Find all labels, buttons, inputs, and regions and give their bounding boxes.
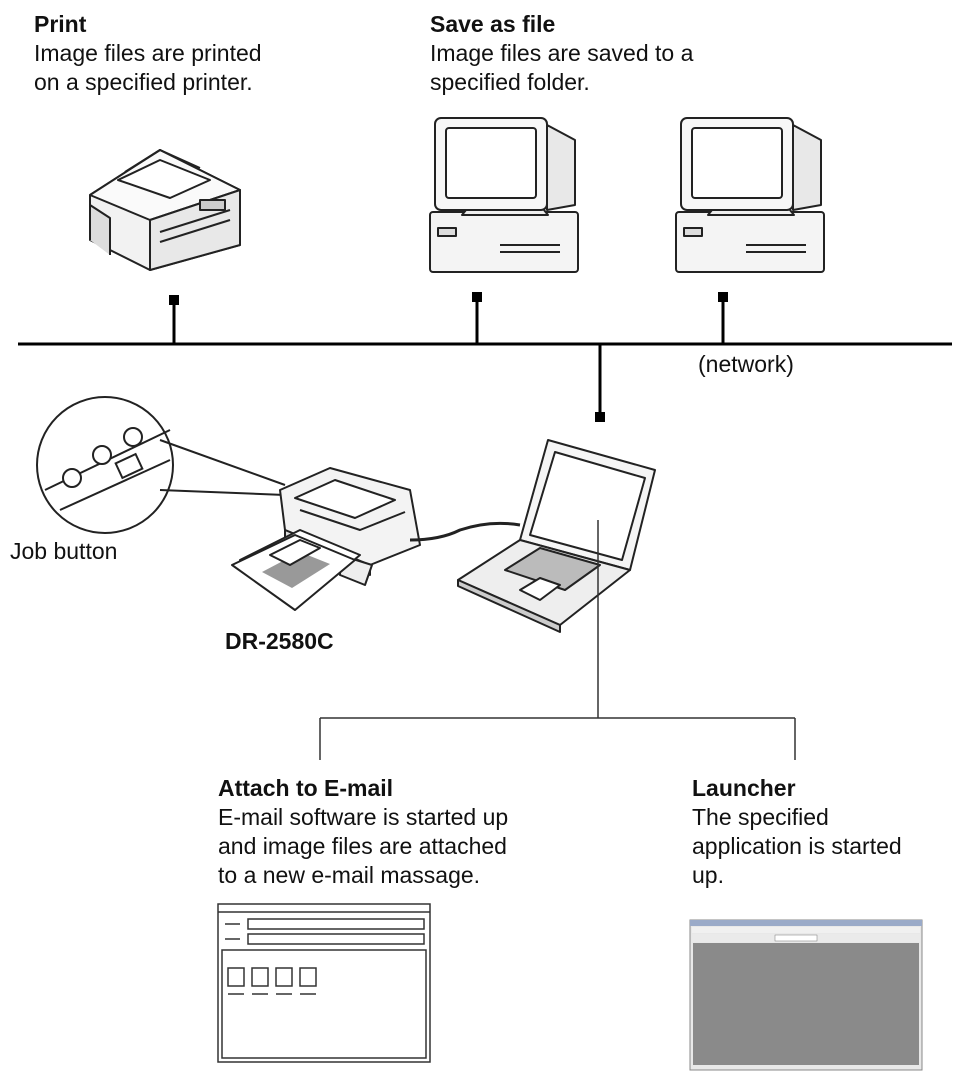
desc-line: E-mail software is started up — [218, 804, 509, 830]
scanner-model-label: DR-2580C — [225, 628, 334, 654]
launcher-description: The specified application is started up. — [692, 803, 902, 890]
job-button-label: Job button — [10, 538, 118, 564]
print-section: Print Image files are printed on a speci… — [34, 10, 262, 97]
network-label: (network) — [698, 351, 794, 377]
usb-cable — [409, 521, 521, 542]
application-window-icon — [689, 919, 923, 1071]
desc-line: Image files are printed — [34, 40, 262, 66]
software-branch-lines — [319, 520, 796, 760]
print-title: Print — [34, 11, 87, 37]
launcher-title: Launcher — [692, 775, 796, 801]
save-section: Save as file Image files are saved to a … — [430, 10, 693, 97]
email-title: Attach to E-mail — [218, 775, 394, 801]
desc-line: specified folder. — [430, 69, 590, 95]
desc-line: to a new e-mail massage. — [218, 862, 481, 888]
launcher-section: Launcher The specified application is st… — [692, 774, 902, 890]
save-description: Image files are saved to a specified fol… — [430, 39, 693, 97]
desc-line: application is started — [692, 833, 902, 859]
save-title: Save as file — [430, 11, 556, 37]
network-bus — [18, 292, 952, 422]
desc-line: on a specified printer. — [34, 69, 253, 95]
job-button-zoom — [36, 396, 286, 534]
desc-line: and image files are attached — [218, 833, 507, 859]
email-description: E-mail software is started up and image … — [218, 803, 508, 890]
email-section: Attach to E-mail E-mail software is star… — [218, 774, 508, 890]
desc-line: up. — [692, 862, 724, 888]
email-window-icon — [217, 903, 431, 1063]
desktop-computer-icon — [675, 117, 825, 273]
printer-icon — [89, 149, 241, 271]
desc-line: The specified — [692, 804, 829, 830]
print-description: Image files are printed on a specified p… — [34, 39, 262, 97]
desktop-computer-icon — [429, 117, 579, 273]
desc-line: Image files are saved to a — [430, 40, 694, 66]
laptop-icon — [457, 439, 656, 633]
document-icon — [231, 529, 361, 611]
